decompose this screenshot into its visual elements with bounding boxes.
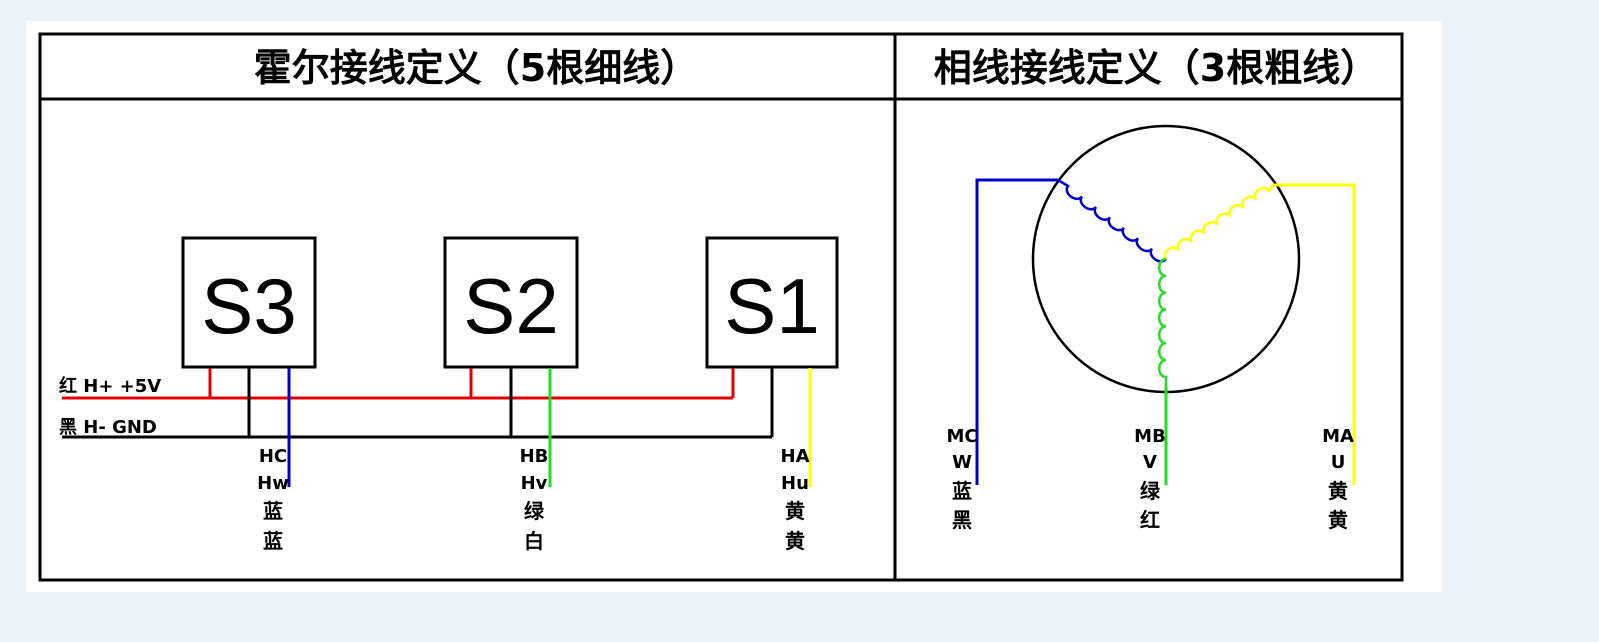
sensor-label: S2 (463, 262, 558, 350)
phase-signal-label-mb: MB (1134, 426, 1166, 447)
sensor-s1: S1 HA Hu 黄 黄 (705, 236, 839, 553)
signal-label: HB (520, 446, 549, 467)
hall-panel-title: 霍尔接线定义（5根细线） (254, 46, 698, 90)
sensor-label: S1 (724, 262, 819, 350)
signal-alias: Hw (257, 473, 289, 494)
sensor-s2: S2 HB Hv 绿 白 (443, 236, 579, 553)
sensor-s3: S3 HC Hw 蓝 蓝 (181, 236, 317, 553)
coil-mb (1158, 257, 1168, 387)
wire-color-2: 白 (524, 529, 544, 553)
sensor-box (705, 236, 839, 369)
sensor-box (443, 236, 579, 369)
phase-panel-title: 相线接线定义（3根粗线） (934, 46, 1378, 90)
wire-color-1: 蓝 (263, 499, 283, 523)
phase-color-2: 红 (1140, 508, 1160, 532)
phase-wire-ma (1273, 183, 1356, 485)
phase-wiring: MC W 蓝 黑 MB V 绿 红 MA U 黄 黄 (946, 124, 1356, 532)
diagram-sheet: 霍尔接线定义（5根细线） 相线接线定义（3根粗线） S3 HC Hw 蓝 蓝 S… (26, 21, 1442, 592)
coil-mc (1057, 178, 1167, 263)
sensor-box (181, 236, 317, 369)
hall-wiring: S3 HC Hw 蓝 蓝 S2 HB Hv 绿 白 S1 (59, 236, 839, 553)
phase-alias-w: W (952, 452, 972, 473)
phase-wire-mc (975, 178, 1058, 485)
wire-color-1: 绿 (524, 499, 545, 523)
outer-frame (38, 32, 1404, 582)
phase-color-2: 黑 (952, 508, 972, 532)
signal-alias: Hu (781, 473, 809, 494)
phase-signal-label-mc: MC (946, 426, 977, 447)
phase-alias-v: V (1143, 452, 1157, 473)
phase-color-1: 绿 (1140, 479, 1161, 503)
signal-label: HA (781, 446, 810, 467)
wire-color-2: 蓝 (263, 529, 283, 553)
phase-color-2: 黄 (1328, 508, 1348, 532)
power-bus-label: 红 H+ +5V (59, 375, 161, 397)
signal-alias: Hv (521, 473, 548, 494)
phase-color-1: 黄 (1328, 479, 1348, 503)
wire-color-1: 黄 (785, 499, 805, 523)
phase-alias-u: U (1331, 452, 1346, 473)
ground-bus-label: 黑 H- GND (59, 417, 157, 438)
signal-label: HC (259, 446, 287, 467)
coil-ma (1163, 184, 1275, 260)
phase-signal-label-ma: MA (1322, 426, 1354, 447)
sensor-label: S3 (201, 262, 296, 350)
wire-color-2: 黄 (785, 529, 805, 553)
wiring-diagram: 霍尔接线定义（5根细线） 相线接线定义（3根粗线） S3 HC Hw 蓝 蓝 S… (38, 32, 1404, 582)
phase-color-1: 蓝 (952, 479, 972, 503)
